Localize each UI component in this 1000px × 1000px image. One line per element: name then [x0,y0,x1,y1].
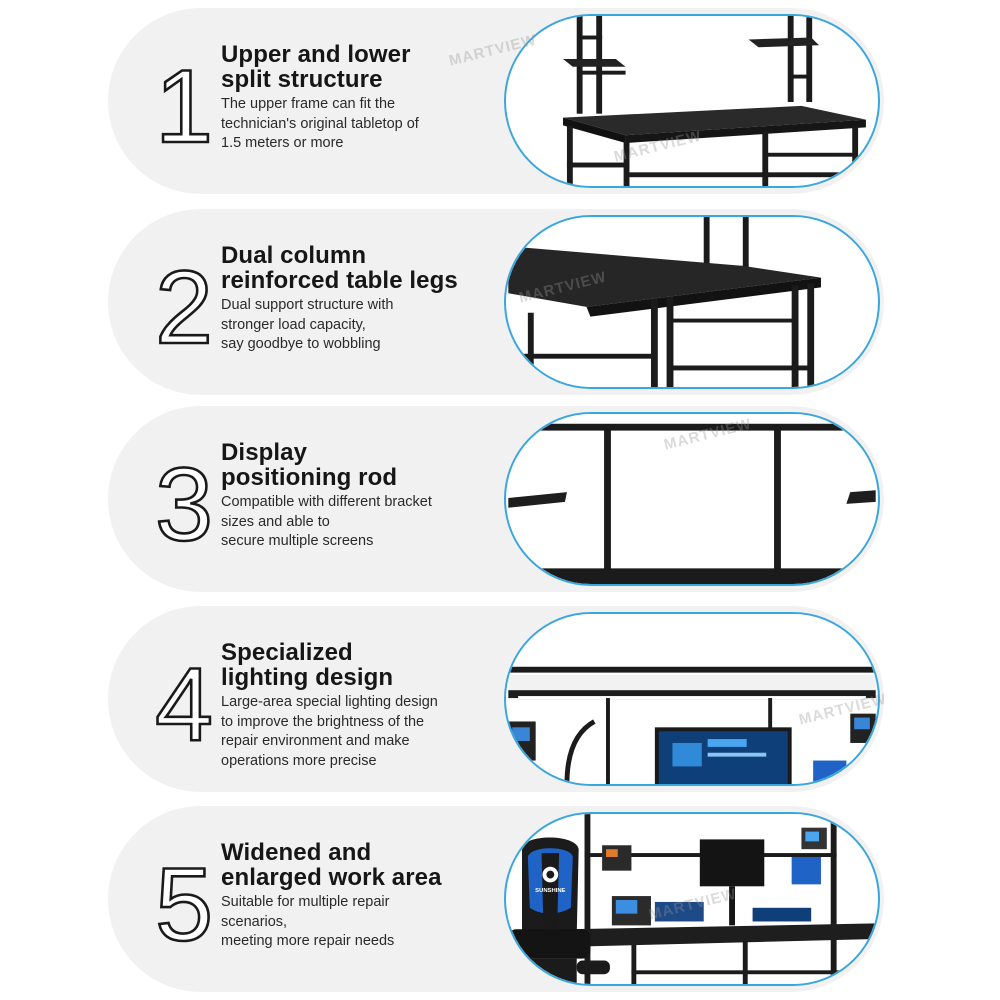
feature-title-line: Upper and lower [221,41,411,68]
svg-text:1: 1 [155,54,213,150]
feature-photo-3 [504,412,880,586]
feature-title-line: lighting design [221,664,394,691]
feature-title-line: split structure [221,66,383,93]
feature-photo-4 [504,612,880,786]
feature-title-line: positioning rod [221,464,398,491]
feature-title-line: Widened and [221,839,372,866]
chair-logo-text: SUNSHINE [535,888,565,894]
feature-description-4: Large-area special lighting design to im… [221,693,511,771]
feature-description-line: to improve the brightness of the [221,713,425,730]
feature-description-line: operations more precise [221,752,377,769]
feature-title-3: Display positioning rod [221,440,511,490]
feature-text-3: Display positioning rod Compatible with … [221,440,511,552]
feature-title-line: Specialized [221,639,353,666]
feature-title-1: Upper and lower split structure [221,42,511,92]
feature-title-5: Widened and enlarged work area [221,840,511,890]
work-area-illustration: SUNSHINE [508,814,876,984]
feature-title-2: Dual column reinforced table legs [221,243,511,293]
feature-photo-2 [504,215,880,389]
feature-description-line: Compatible with different bracket [221,494,432,510]
feature-description-line: Suitable for multiple repair [221,894,390,910]
feature-description-1: The upper frame can fit the technician's… [221,95,511,154]
feature-description-line: meeting more repair needs [221,933,395,949]
feature-title-line: Dual column [221,242,367,269]
svg-text:2: 2 [155,255,213,351]
split-structure-desk-illustration [508,16,876,186]
feature-description-line: secure multiple screens [221,533,374,549]
feature-card-2: 2 Dual column reinforced table legs Dual… [108,209,884,395]
feature-text-4: Specialized lighting design Large-area s… [221,640,511,771]
feature-text-2: Dual column reinforced table legs Dual s… [221,243,511,355]
feature-card-3: 3 Display positioning rod Compatible wit… [108,406,884,592]
feature-title-line: reinforced table legs [221,267,458,294]
feature-description-5: Suitable for multiple repair scenarios, … [221,893,511,952]
feature-number-2: 2 [154,255,214,351]
feature-description-line: Dual support structure with [221,297,394,313]
reinforced-legs-illustration [508,217,876,387]
feature-title-line: enlarged work area [221,864,442,891]
svg-text:5: 5 [155,852,213,948]
feature-description-line: stronger load capacity, [221,316,366,333]
feature-photo-1 [504,14,880,188]
svg-text:4: 4 [155,652,213,748]
positioning-rod-illustration [508,414,876,584]
feature-number-4: 4 [154,652,214,748]
svg-text:3: 3 [155,452,213,548]
feature-photo-5: SUNSHINE [504,812,880,986]
feature-text-5: Widened and enlarged work area Suitable … [221,840,511,952]
feature-title-4: Specialized lighting design [221,640,511,690]
feature-description-line: Large-area special lighting design [221,694,438,710]
feature-description-line: scenarios, [221,913,288,930]
feature-text-1: Upper and lower split structure The uppe… [221,42,511,154]
feature-description-line: technician's original tabletop of [221,115,419,132]
feature-number-5: 5 [154,852,214,948]
feature-description-line: sizes and able to [221,513,330,530]
feature-card-4: 4 Specialized lighting design Large-area… [108,606,884,792]
feature-description-2: Dual support structure with stronger loa… [221,296,511,355]
feature-description-line: The upper frame can fit the [221,96,396,112]
feature-description-line: say goodbye to wobbling [221,336,381,352]
feature-description-line: 1.5 meters or more [221,135,344,151]
feature-description-line: repair environment and make [221,733,410,749]
feature-title-line: Display [221,439,308,466]
feature-card-1: 1 Upper and lower split structure The up… [108,8,884,194]
lighting-design-illustration [508,614,876,784]
feature-number-1: 1 [154,54,214,150]
feature-description-3: Compatible with different bracket sizes … [221,493,511,552]
feature-card-5: 5 Widened and enlarged work area Suitabl… [108,806,884,992]
feature-number-3: 3 [154,452,214,548]
